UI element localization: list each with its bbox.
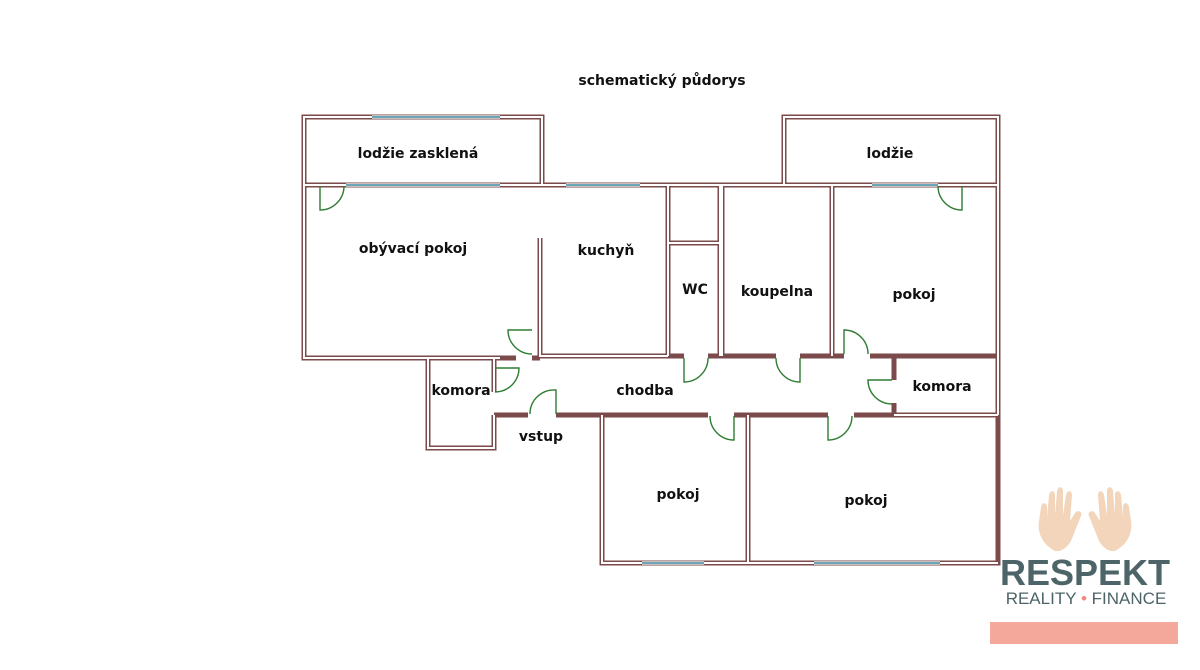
logo-sub-left: REALITY (1005, 589, 1077, 608)
plan-title: schematický půdorys (578, 72, 745, 89)
door-swing-icon (843, 329, 869, 355)
room-label-komora-left: komora (431, 383, 490, 399)
room-label-wc: WC (682, 282, 708, 298)
door-swing-icon (867, 379, 893, 405)
room-label-koupelna: koupelna (741, 284, 813, 300)
door-swing-icon (683, 357, 709, 383)
room-label-vstup: vstup (519, 429, 563, 445)
door-swing-icon (937, 185, 963, 211)
respekt-logo: RESPEKT REALITY • FINANCE (985, 485, 1185, 655)
hands-icon (1038, 487, 1132, 552)
logo-sub-right: FINANCE (1091, 589, 1167, 608)
wall-komora-left (425, 358, 497, 451)
door-swing-icon (494, 367, 520, 393)
room-label-chodba: chodba (616, 383, 673, 399)
room-label-kuchyn: kuchyň (578, 243, 635, 259)
room-label-lodzie: lodžie (867, 146, 914, 162)
windows (346, 115, 940, 565)
doors (319, 185, 963, 441)
logo-subtitle: REALITY • FINANCE (997, 589, 1175, 609)
room-label-komora-right: komora (912, 379, 971, 395)
wall-left (301, 185, 500, 361)
room-labels: lodžie zasklená lodžie obývací pokoj kuc… (358, 146, 972, 509)
logo-brand: RESPEKT (999, 552, 1171, 593)
room-label-pokoj-right: pokoj (893, 287, 936, 303)
room-label-obyvaci-pokoj: obývací pokoj (359, 241, 467, 257)
door-swing-icon (775, 357, 801, 383)
door-swing-icon (507, 329, 533, 355)
door-swing-icon (319, 185, 345, 211)
door-swing-icon (827, 415, 853, 441)
room-label-pokoj-bottom-right: pokoj (845, 493, 888, 509)
logo-sub-dot: • (1080, 589, 1087, 608)
door-swing-icon (529, 389, 557, 415)
room-label-lodzie-zasklena: lodžie zasklená (358, 146, 479, 162)
door-swing-icon (709, 415, 735, 441)
logo-bar (990, 622, 1178, 644)
room-label-pokoj-bottom-left: pokoj (657, 487, 700, 503)
